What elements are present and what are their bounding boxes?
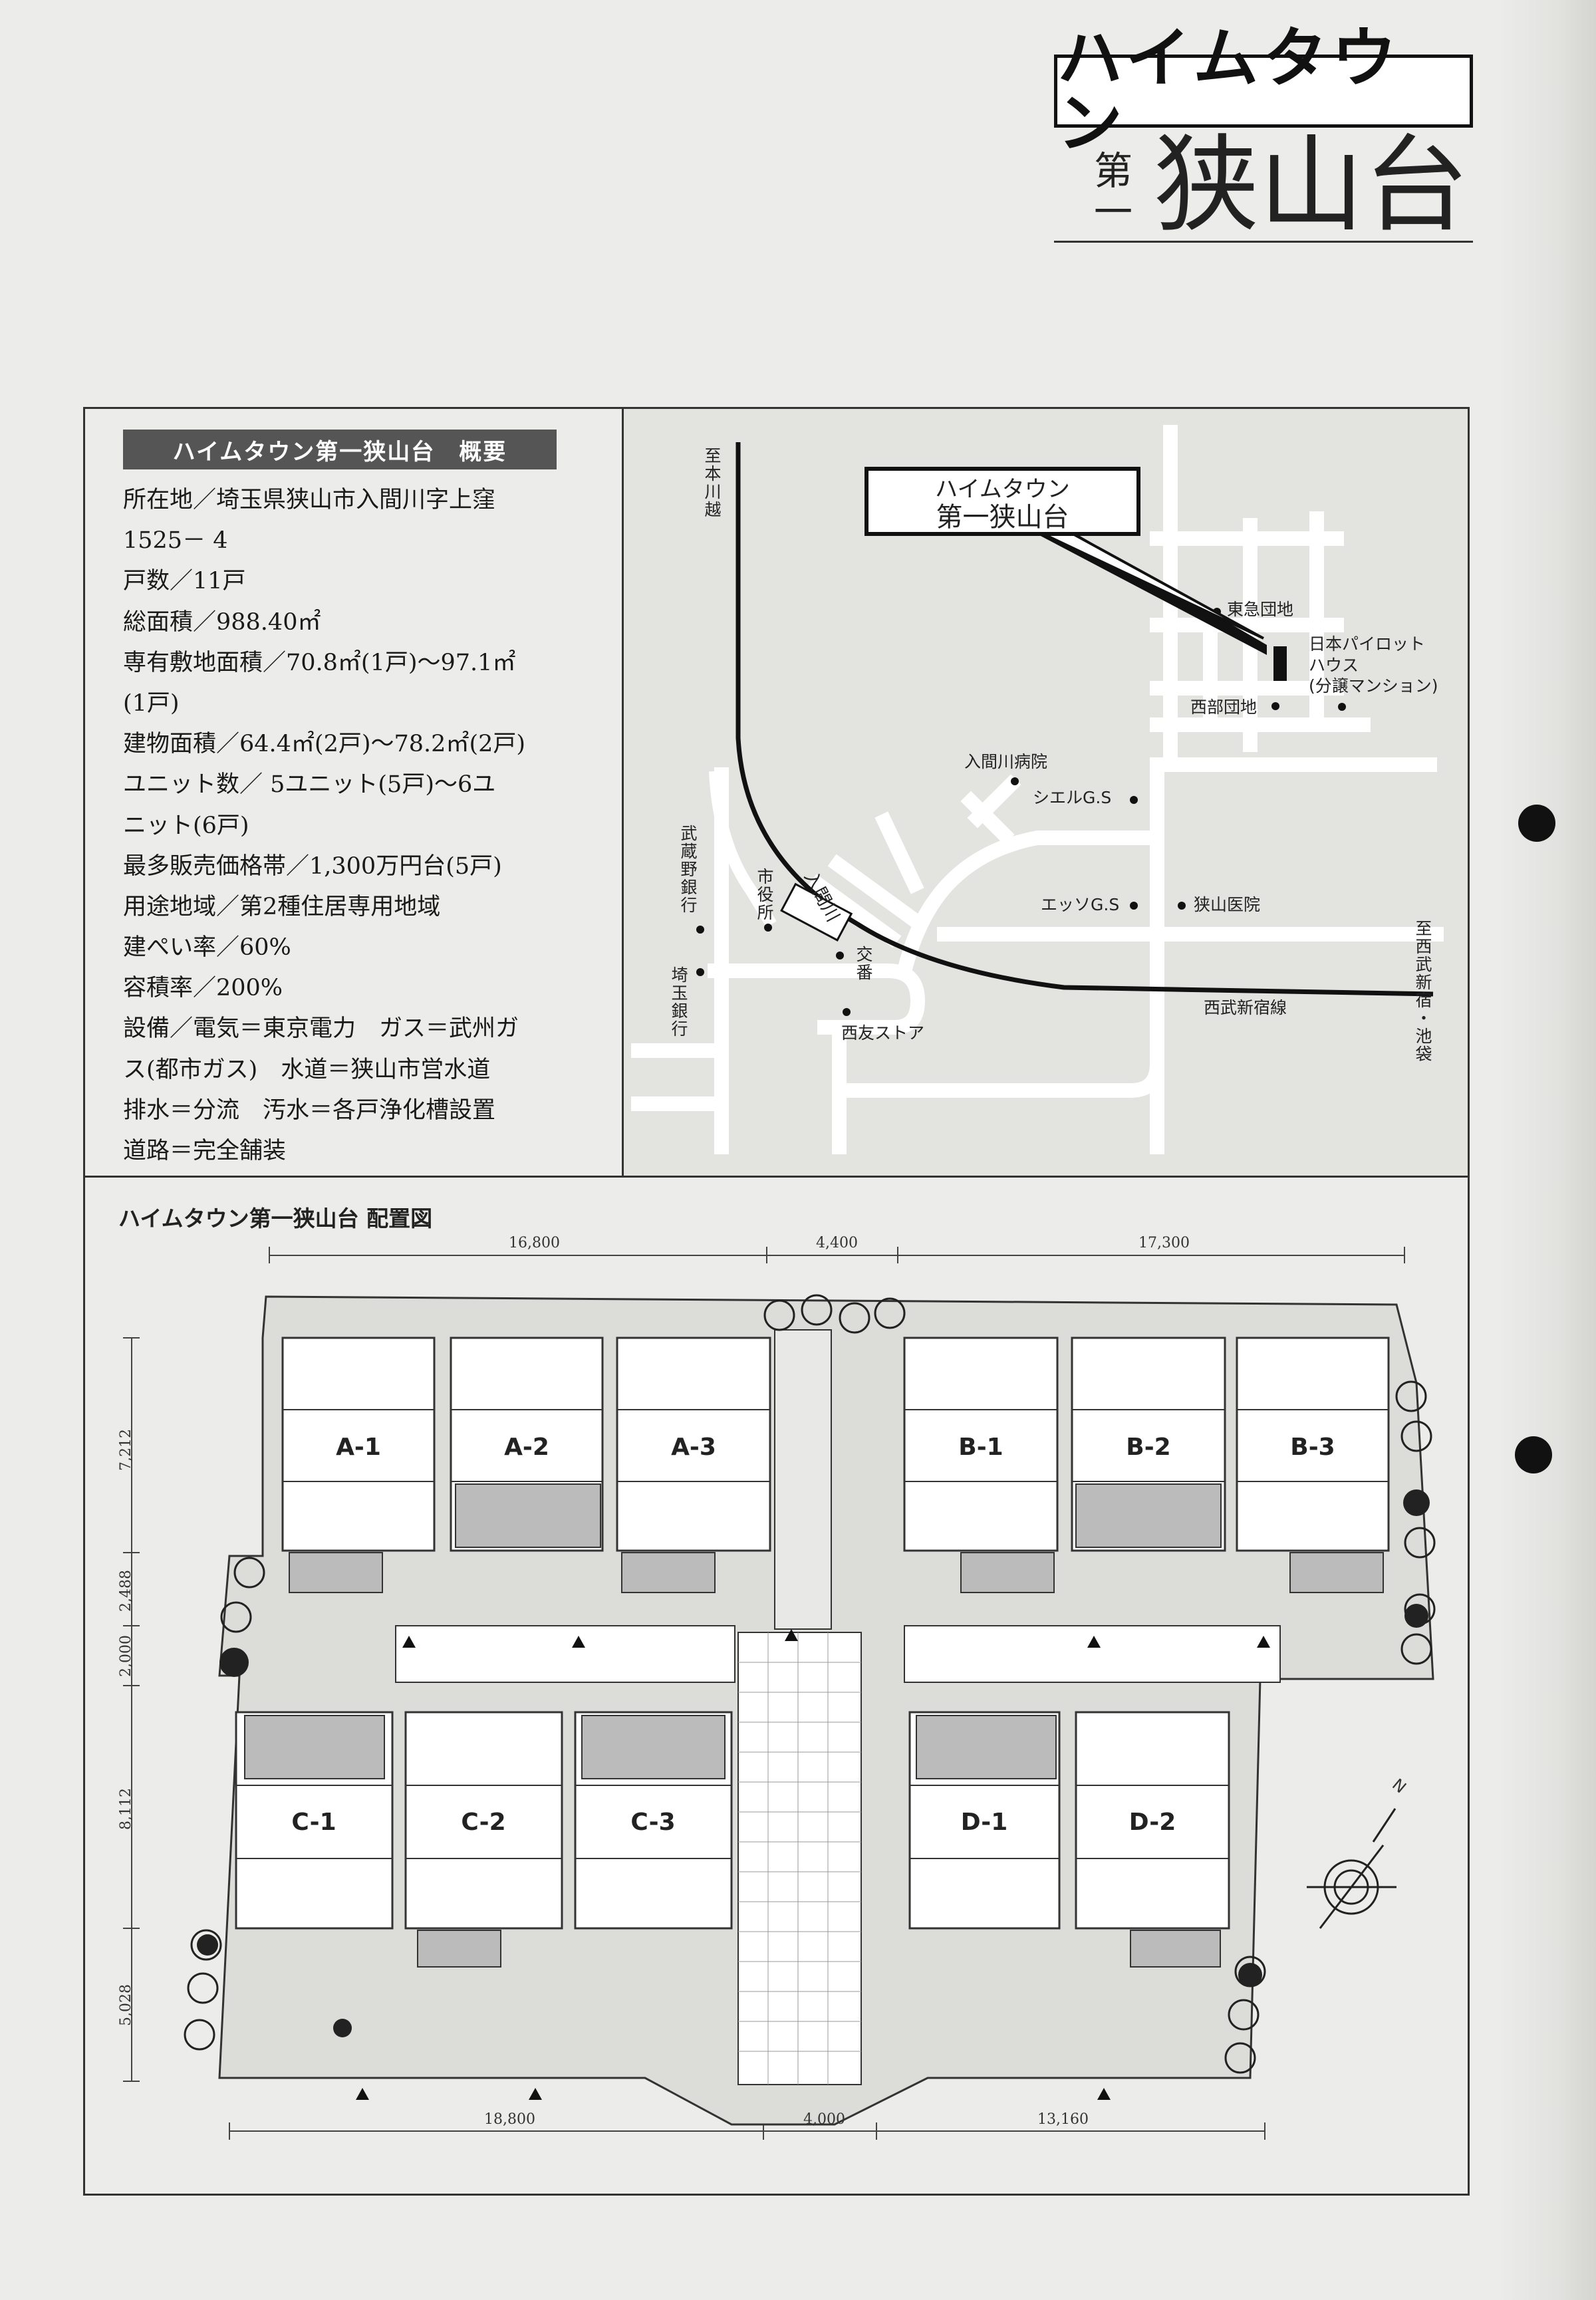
map-label-seiyu: 西友ストア (841, 1023, 925, 1043)
dim-top-2: 4,400 (816, 1235, 858, 1251)
map-label-pilot3: (分譲マンション) (1309, 676, 1438, 696)
dim-bottom-3: 13,160 (1037, 2111, 1089, 2128)
summary-line: 総面積／988.40㎡ (123, 608, 321, 636)
page-title: 狭山台 (1154, 124, 1469, 247)
unit-d-2: D-2 (1129, 1809, 1176, 1836)
walkway-left (395, 1625, 735, 1683)
summary-line: 排水＝分流 汚水＝各戸浄化槽設置 (123, 1096, 496, 1124)
unit-c-2: C-2 (461, 1809, 506, 1836)
map-label-saitama-bank: 埼玉銀行 (669, 966, 688, 1038)
map-label-esso: エッソG.S (1041, 895, 1120, 914)
unit-b-2: B-2 (1126, 1434, 1171, 1461)
central-driveway (737, 1632, 862, 2085)
binder-hole-top (1518, 805, 1555, 842)
unit-c-3: C-3 (630, 1809, 676, 1836)
summary-line: (1戸) (123, 690, 180, 717)
map-label-tokyu: 東急団地 (1227, 600, 1294, 619)
summary-line: 道路＝完全舗装 (123, 1138, 287, 1164)
map-label-shell: シエルG.S (1033, 788, 1112, 807)
summary-line: ユニット数／ 5ユニット(5戸)～6ユ (123, 771, 496, 799)
map-label-pilot2: ハウス (1309, 656, 1359, 675)
map-label-pilot: 日本パイロット (1309, 634, 1426, 654)
walkway-right (904, 1625, 1281, 1683)
frame-horizontal-divider (83, 1176, 1470, 1178)
site-plan (123, 1247, 1436, 2140)
summary-list: 所在地／埼玉県狭山市入間川字上窪 1525－ 4 戸数／11戸 総面積／988.… (123, 480, 608, 1172)
summary-line: 戸数／11戸 (123, 568, 246, 595)
title-prefix: 第 一 (1094, 148, 1133, 235)
map-label-musashino: 武蔵野銀行 (678, 825, 698, 914)
plan-dimension-lines (123, 1247, 1405, 2140)
location-map (624, 409, 1468, 1176)
summary-line: 設備／電気＝東京電力 ガス＝武州ガ (123, 1015, 519, 1043)
summary-line: 容積率／200% (123, 975, 283, 1002)
map-label-seibu-line: 西武新宿線 (1204, 998, 1287, 1017)
summary-line: 最多販売価格帯／1,300万円台(5戸) (123, 852, 502, 880)
summary-line: 専有敷地面積／70.8㎡(1戸)～97.1㎡ (123, 649, 516, 676)
top-row-floor-lines (283, 1409, 1389, 1482)
map-label-to-shinjuku: 至西武新宿・池袋 (1413, 920, 1432, 1063)
brand-logo-text: ハイムタウン (1057, 21, 1401, 162)
unit-d-1: D-1 (960, 1809, 1008, 1836)
top-row-houses (281, 1337, 1390, 1552)
driveway-grid (738, 1632, 861, 2085)
hatched-areas (244, 1483, 1384, 1968)
summary-line: 所在地／埼玉県狭山市入間川字上窪 (123, 487, 496, 513)
binder-hole-bottom (1515, 1436, 1552, 1473)
title-prefix-bottom: 一 (1094, 190, 1133, 235)
unit-c-1: C-1 (291, 1809, 336, 1836)
map-label-seibu-danchi: 西部団地 (1190, 698, 1258, 717)
railway-line (735, 442, 1434, 997)
unit-a-1: A-1 (336, 1434, 381, 1461)
project-site-marker (1273, 646, 1287, 681)
map-callout-line1: ハイムタウン (935, 476, 1070, 503)
map-callout-line2: 第一狭山台 (936, 502, 1069, 533)
dim-top-1: 16,800 (509, 1235, 560, 1251)
north-compass (1307, 1808, 1396, 1929)
summary-line: ニット(6戸) (123, 812, 249, 839)
unit-a-3: A-3 (671, 1434, 716, 1461)
unit-b-1: B-1 (958, 1434, 1003, 1461)
page-edge-shadow (1496, 0, 1596, 2300)
plan-title: ハイムタウン第一狭山台 配置図 (118, 1206, 433, 1231)
summary-line: 用途地域／第2種住居専用地域 (123, 893, 441, 920)
dim-bottom-2: 4,000 (803, 2111, 845, 2128)
unit-a-2: A-2 (504, 1434, 549, 1461)
river-bridge-box (780, 882, 853, 942)
dim-left-1: 7,212 (117, 1429, 134, 1471)
dim-left-3: 2,000 (117, 1635, 134, 1677)
dim-left-4: 8,112 (117, 1788, 134, 1830)
dim-left-2: 2,488 (117, 1570, 134, 1612)
bottom-row-floor-lines (236, 1785, 1229, 1859)
map-label-hospital: 入間川病院 (964, 752, 1048, 771)
dim-left-5: 5,028 (117, 1984, 134, 2026)
summary-line: 1525－ 4 (123, 527, 228, 555)
map-road-curve (709, 771, 777, 928)
summary-line: ス(都市ガス) 水道＝狭山市営水道 (123, 1056, 491, 1083)
unit-b-3: B-3 (1290, 1434, 1335, 1461)
map-markers (696, 608, 1346, 1016)
map-label-to-kawagoe: 至本川越 (702, 447, 722, 519)
summary-line: 建物面積／64.4㎡(2戸)～78.2㎡(2戸) (123, 731, 526, 758)
title-prefix-top: 第 (1094, 148, 1133, 193)
map-callout: ハイムタウン 第一狭山台 (864, 467, 1140, 536)
entry-markers (356, 1629, 1270, 2100)
dim-top-3: 17,300 (1138, 1235, 1190, 1251)
tree-clusters (197, 1489, 1430, 2037)
title-underline (1054, 241, 1473, 243)
dim-bottom-1: 18,800 (484, 2111, 535, 2128)
north-entry-path (774, 1329, 832, 1630)
brand-logo: ハイムタウン (1054, 26, 1473, 156)
map-label-koban: 交番 (854, 946, 873, 981)
frame-vertical-divider (622, 407, 624, 1177)
map-label-sayama-clinic: 狭山医院 (1194, 895, 1261, 914)
summary-line: 建ぺい率／60% (123, 934, 291, 961)
content-frame (83, 407, 1470, 2196)
map-label-city-hall: 市役所 (755, 868, 774, 922)
summary-heading: ハイムタウン第一狭山台 概要 (123, 430, 557, 469)
